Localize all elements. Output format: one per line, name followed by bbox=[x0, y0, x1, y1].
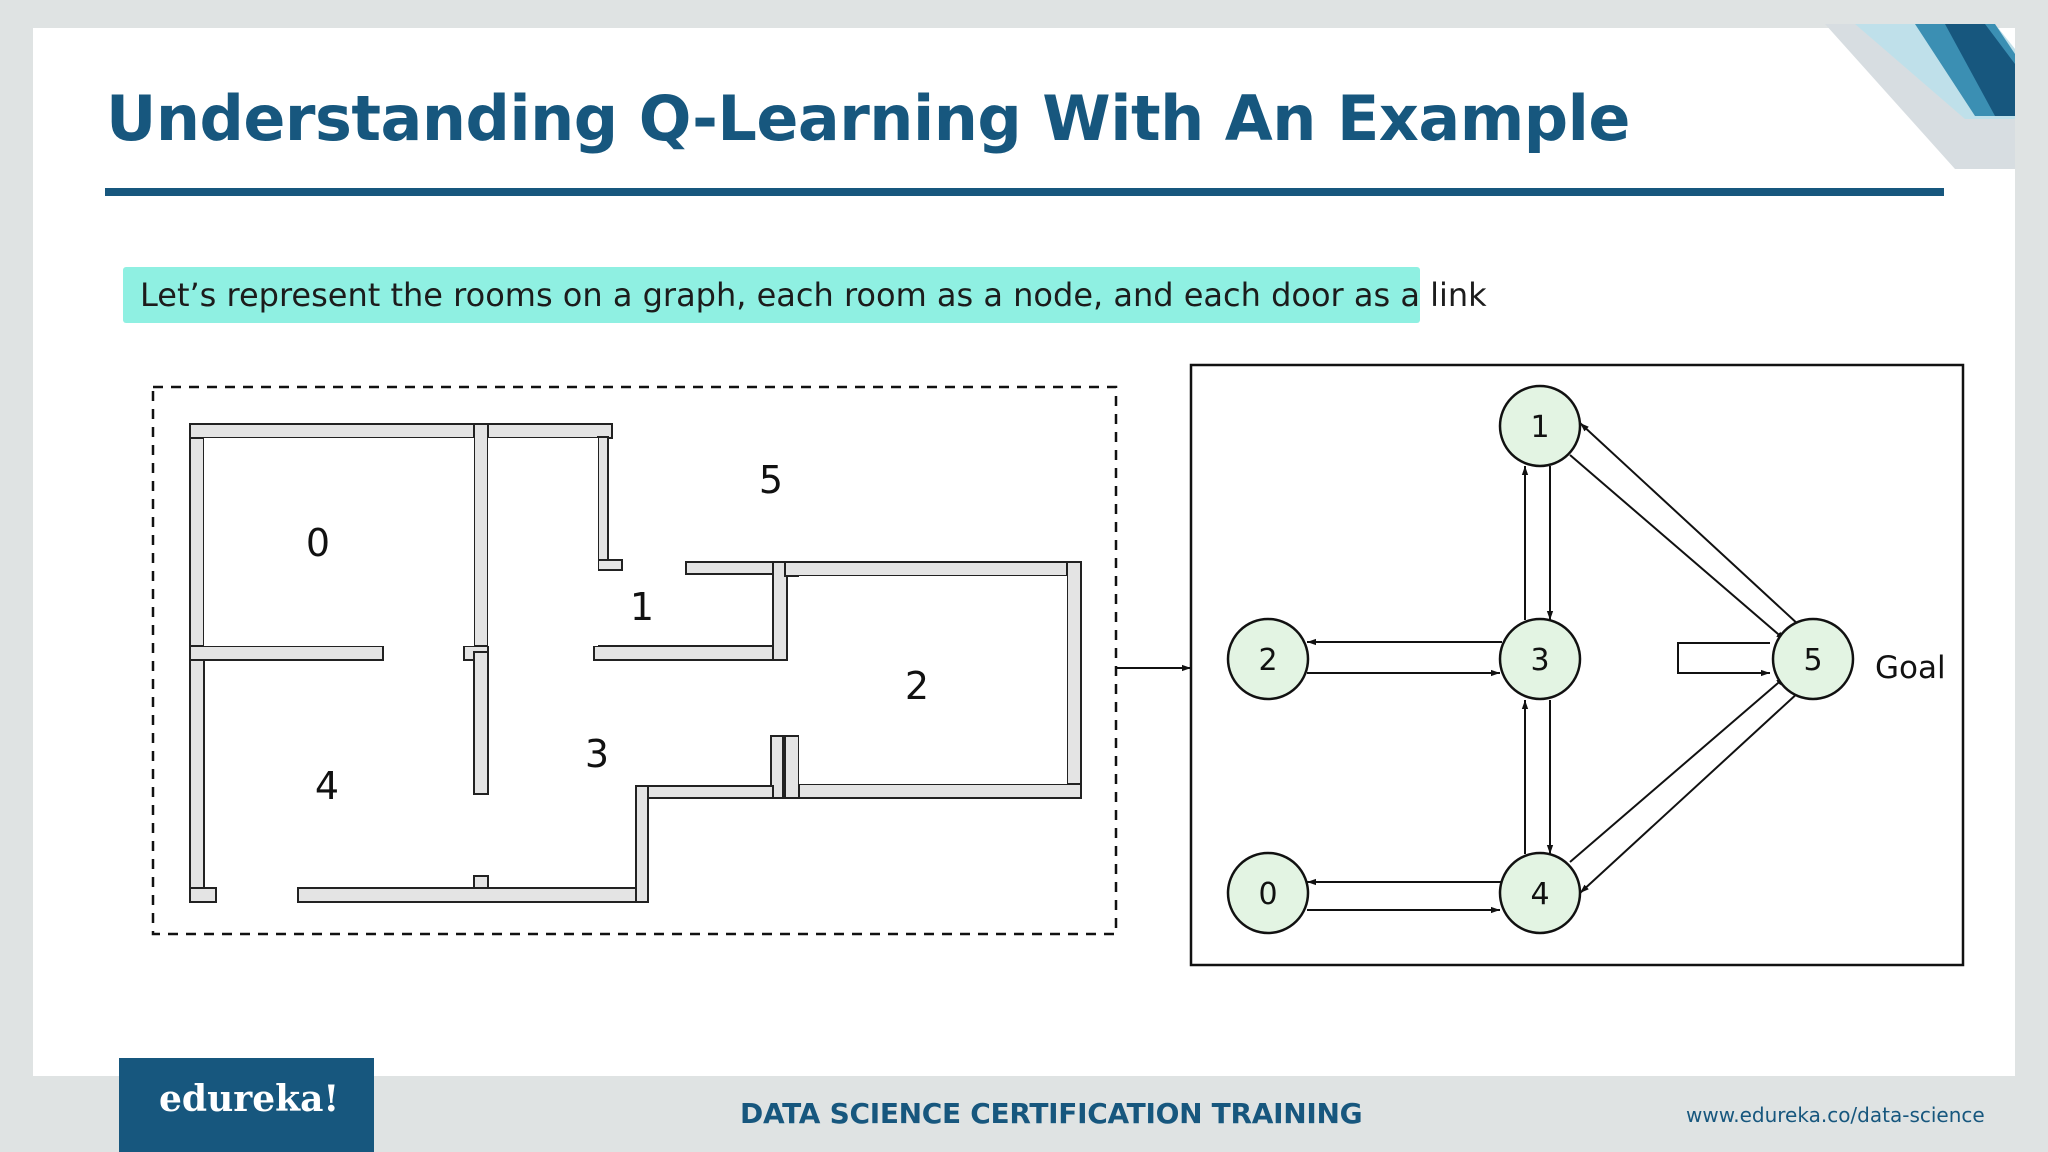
graph-edges bbox=[1307, 422, 1801, 914]
room-label-1: 1 bbox=[630, 585, 654, 629]
room-label-3: 3 bbox=[585, 732, 609, 776]
graph-node-labels: 1 2 3 5 0 4 bbox=[1258, 410, 1822, 912]
room-label-5: 5 bbox=[759, 458, 783, 502]
node-label-2: 2 bbox=[1258, 643, 1277, 678]
edge-1-5 bbox=[1569, 454, 1786, 641]
node-label-1: 1 bbox=[1530, 410, 1549, 445]
node-1 bbox=[1498, 384, 1582, 468]
floor-plan: 0 1 2 3 4 5 bbox=[151, 385, 1118, 936]
node-4 bbox=[1498, 851, 1582, 935]
logo-text: edureka! bbox=[159, 1078, 340, 1120]
edge-5-5 bbox=[1677, 642, 1770, 677]
room-label-4: 4 bbox=[315, 764, 339, 808]
title-divider bbox=[105, 188, 1944, 196]
edge-4-5 bbox=[1569, 676, 1786, 863]
graph-border bbox=[1189, 363, 1965, 967]
node-0 bbox=[1226, 851, 1310, 935]
state-graph: 1 2 3 5 0 4 Goal bbox=[1189, 363, 1965, 967]
edge-5-4 bbox=[1579, 690, 1801, 894]
node-5 bbox=[1771, 617, 1855, 701]
edge-5-1 bbox=[1579, 422, 1801, 627]
room-label-2: 2 bbox=[905, 664, 929, 708]
course-title: DATA SCIENCE CERTIFICATION TRAINING bbox=[740, 1097, 1363, 1130]
node-label-3: 3 bbox=[1530, 643, 1549, 678]
edureka-logo[interactable]: edureka! bbox=[119, 1058, 374, 1152]
graph-nodes bbox=[1226, 384, 1855, 935]
corner-decoration bbox=[1825, 24, 2015, 169]
goal-label: Goal bbox=[1875, 650, 1946, 686]
floor-plan-room-labels: 0 1 2 3 4 5 bbox=[306, 458, 929, 808]
node-label-0: 0 bbox=[1258, 877, 1277, 912]
callout-banner: Let’s represent the rooms on a graph, ea… bbox=[123, 267, 1487, 323]
node-2 bbox=[1226, 617, 1310, 701]
room-label-0: 0 bbox=[306, 521, 330, 565]
footer-url[interactable]: www.edureka.co/data-science bbox=[1686, 1103, 1985, 1127]
node-label-4: 4 bbox=[1530, 877, 1549, 912]
node-label-5: 5 bbox=[1803, 643, 1822, 678]
floor-plan-walls bbox=[189, 423, 1082, 903]
page-title: Understanding Q-Learning With An Example bbox=[106, 82, 1630, 155]
node-3 bbox=[1498, 617, 1582, 701]
